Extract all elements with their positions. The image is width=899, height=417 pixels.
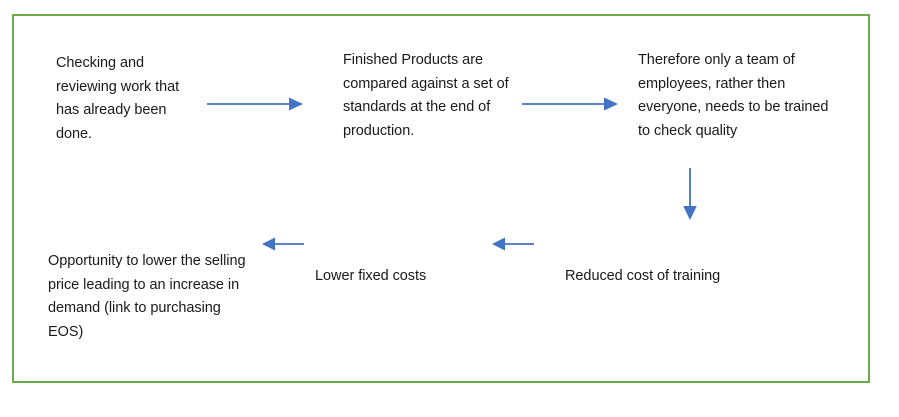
arrow-left-training-to-lower-fixed-costs [492,237,534,251]
arrow-left-fixed-costs-to-opportunity [262,237,304,251]
diagram-frame: Checking and reviewing work that has alr… [12,14,870,383]
node-finished-products-compared: Finished Products are compared against a… [343,52,509,139]
arrow-right-finished-to-team [522,97,618,111]
arrow-down-team-to-reduced-training-cost [683,168,697,220]
node-checking-and-reviewing-work: Checking and reviewing work that has alr… [56,55,180,142]
node-opportunity-lower-selling-price: Opportunity to lower the selling price l… [48,253,246,340]
node-lower-fixed-costs: Lower fixed costs [315,268,427,284]
node-therefore-team-trained: Therefore only a team of employees, rath… [638,52,829,139]
arrow-right-checking-to-finished [207,97,303,111]
node-reduced-cost-of-training: Reduced cost of training [565,268,721,284]
